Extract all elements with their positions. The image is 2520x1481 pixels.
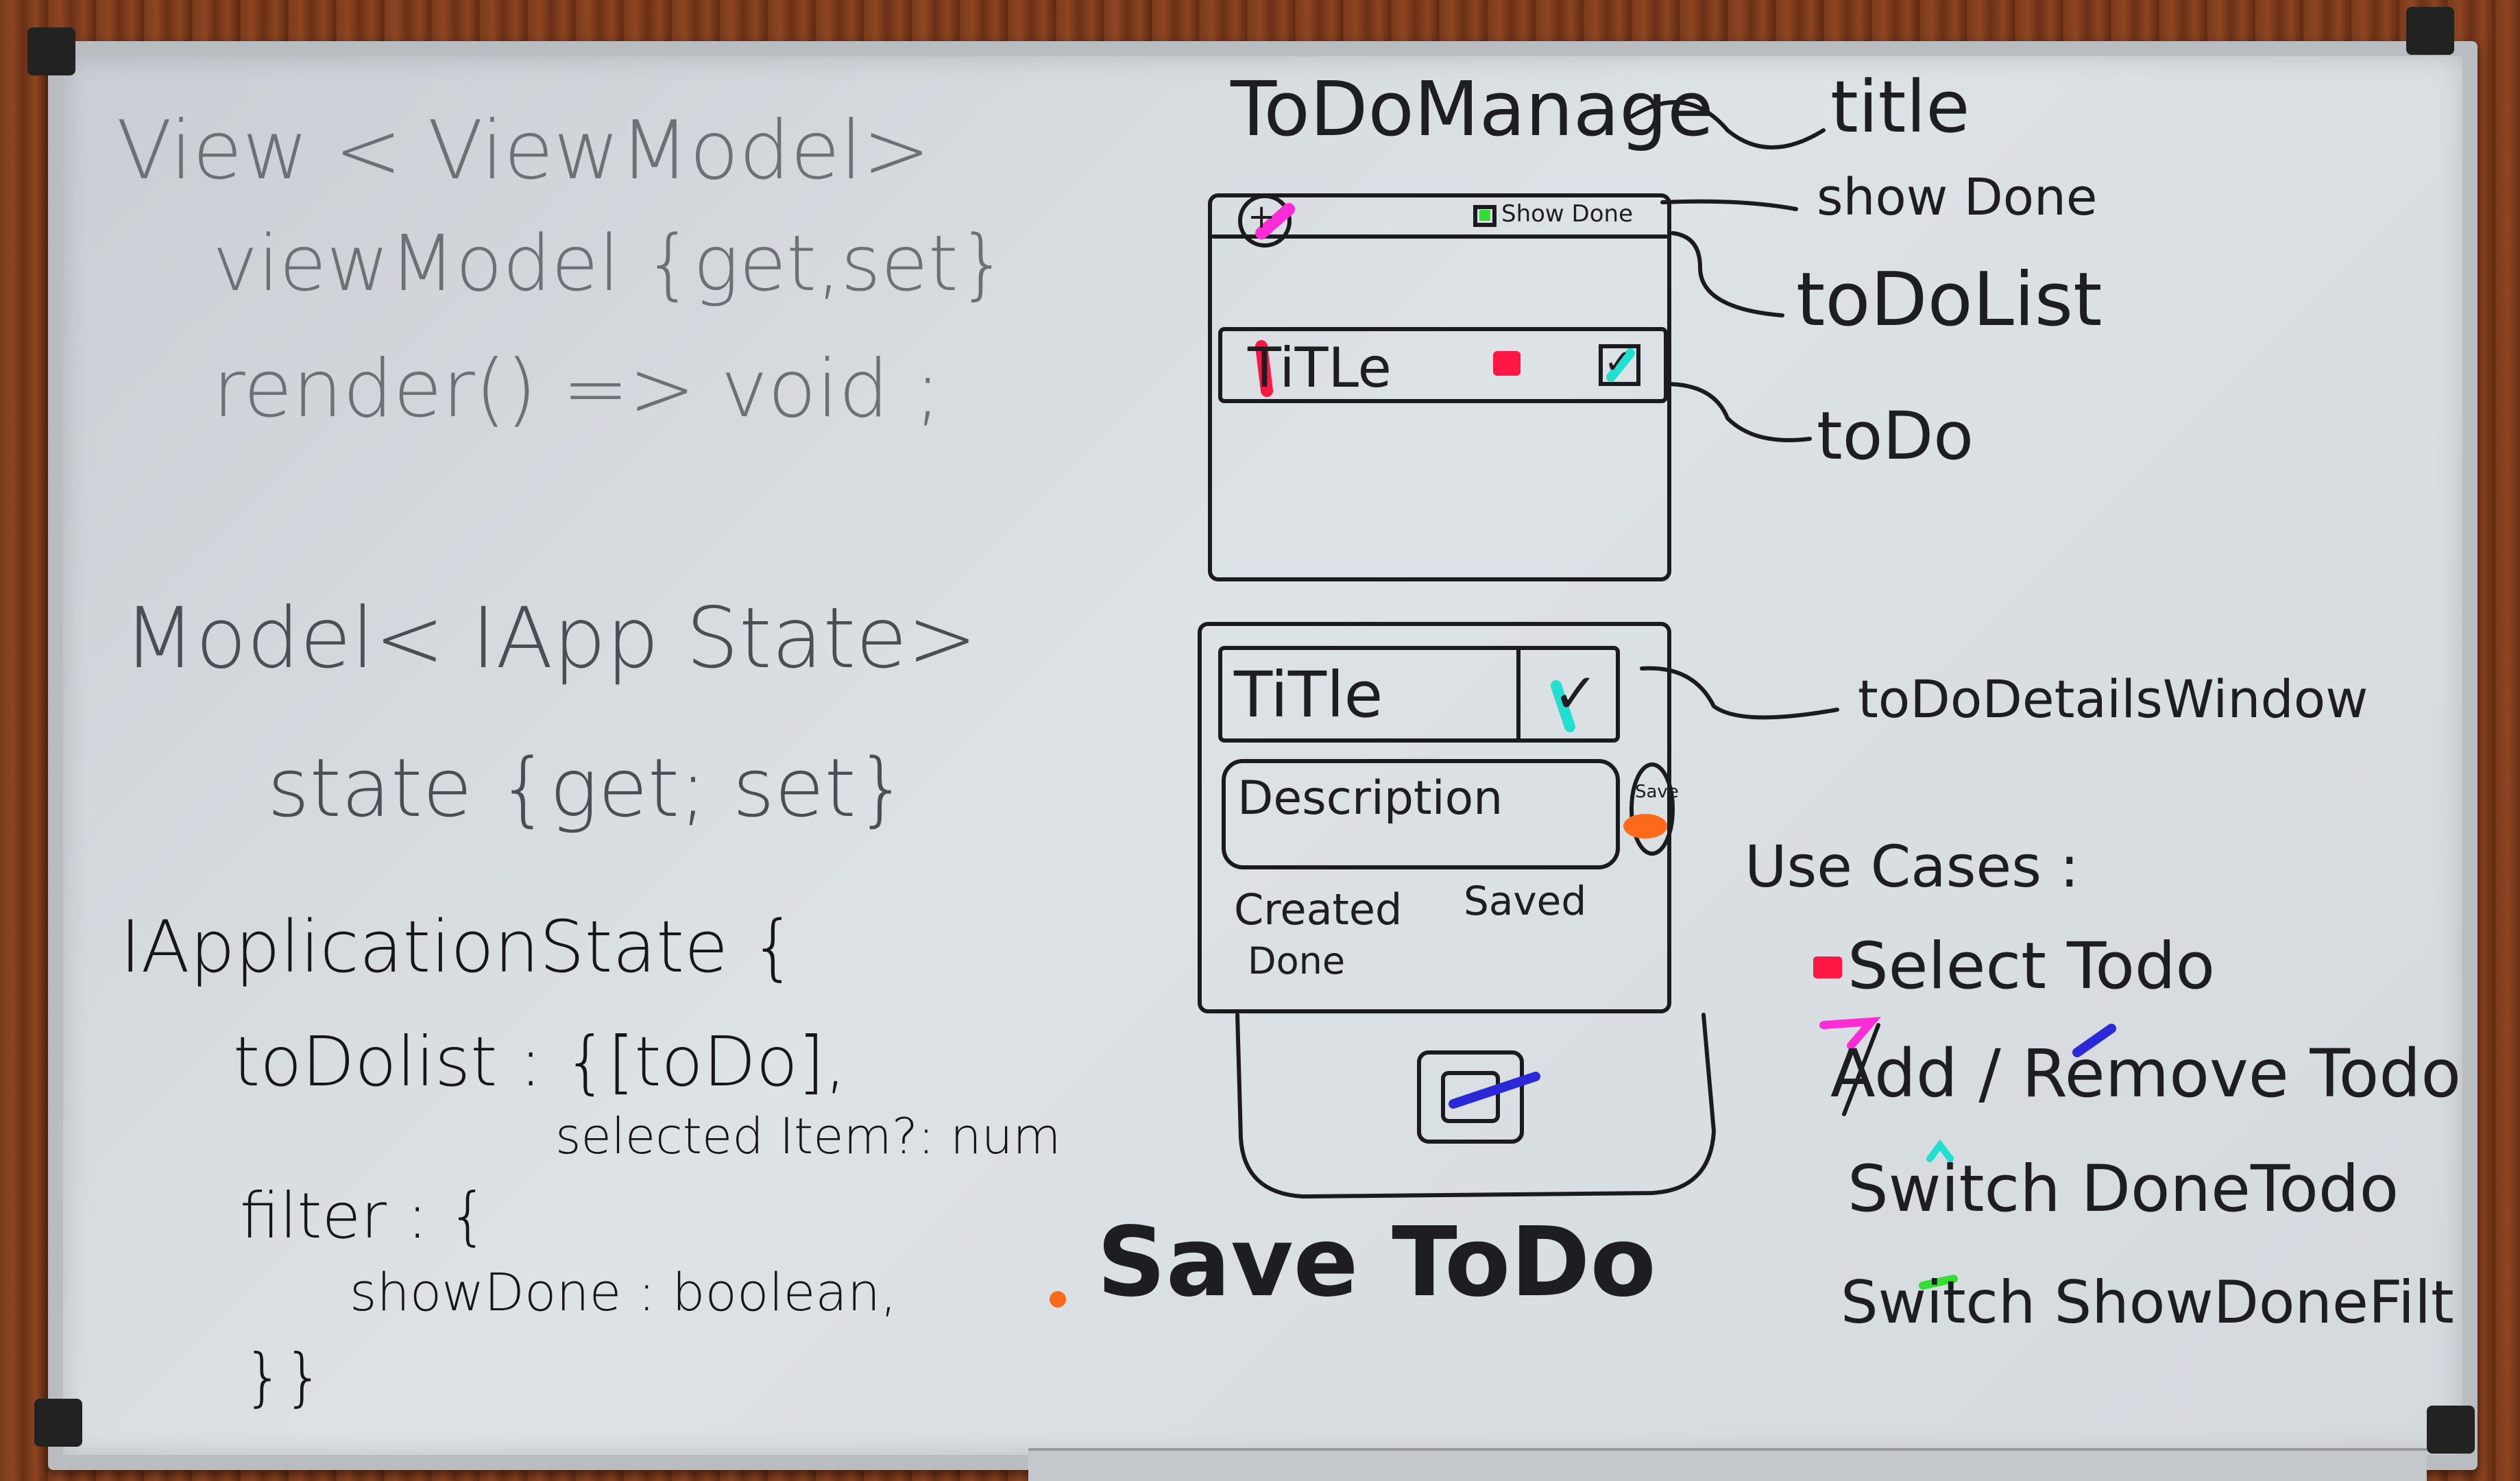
board-corner-top-right <box>2406 7 2454 55</box>
code-line-render: render() => void ; <box>213 343 941 435</box>
connector-show-done <box>1660 199 1798 211</box>
select-dot <box>1493 351 1521 376</box>
use-case-add-remove: Add / Remove Todo <box>1830 1035 2462 1112</box>
code-line-showdone: showDone : boolean, <box>350 1262 897 1323</box>
code-line-selected-item: selected Item?: num <box>555 1107 1061 1165</box>
use-case-show-done-filter: Switch ShowDoneFilt <box>1841 1268 2454 1337</box>
app-title: ToDoManage <box>1231 65 1714 153</box>
connector-title <box>1629 100 1826 149</box>
show-done-filter-use-case-marker <box>1919 1275 1958 1290</box>
switch-done-use-case-marker <box>1926 1139 1954 1162</box>
connector-todolist <box>1671 231 1784 317</box>
add-marker-stroke <box>1255 203 1295 239</box>
code-line-view: View < ViewModel> <box>117 103 931 197</box>
details-title: TiTle <box>1234 658 1383 732</box>
todo-item-checkbox <box>1599 344 1640 386</box>
board-corner-top-left <box>27 27 75 75</box>
details-check: ✓ <box>1553 662 1599 725</box>
code-line-viewmodel: viewModel {get,set} <box>213 219 1008 309</box>
add-button-circle <box>1238 194 1292 248</box>
annotation-todo: toDo <box>1817 398 1974 474</box>
connector-todo <box>1664 382 1812 442</box>
select-marker-stroke <box>1255 340 1273 397</box>
details-description: Description <box>1237 771 1503 826</box>
todo-window-frame <box>1208 193 1671 581</box>
code-line-filter: filter : { <box>240 1179 489 1253</box>
remove-marker-stroke-home <box>1449 1072 1540 1109</box>
save-button-outline <box>1629 762 1675 856</box>
code-line-model: Model< IApp State> <box>123 590 978 687</box>
save-button-label: Save <box>1635 782 1679 802</box>
select-use-case-dot <box>1813 956 1842 978</box>
device-home-button-inner <box>1441 1071 1500 1123</box>
save-todo-dot <box>1050 1291 1066 1308</box>
details-check-marker-stroke <box>1551 680 1575 732</box>
details-title-box <box>1218 646 1620 743</box>
show-done-checkbox-outline <box>1473 205 1497 227</box>
use-case-divider-stroke <box>1842 1023 1880 1116</box>
code-line-state: state {get; set} <box>267 740 908 835</box>
device-base-outline <box>1235 1013 1717 1199</box>
code-line-todolist: toDolist : {[toDo], <box>233 1022 847 1102</box>
annotation-title: title <box>1830 65 1970 149</box>
annotation-show-done: show Done <box>1817 168 2098 227</box>
details-window-frame <box>1198 622 1671 1013</box>
todo-item-row <box>1218 327 1668 403</box>
save-marker-dot <box>1623 814 1667 839</box>
board-corner-bottom-right <box>2427 1406 2475 1454</box>
marker-tray <box>1028 1448 2427 1481</box>
remove-use-case-marker <box>2072 1024 2116 1057</box>
code-line-iappstate: IApplicationState { <box>120 905 797 989</box>
todo-item-title: TiTLe <box>1248 336 1392 400</box>
details-description-box <box>1222 759 1620 869</box>
switch-done-marker-stroke <box>1606 348 1635 382</box>
show-done-label: Show Done <box>1501 200 1633 228</box>
annotation-details-window: toDoDetailsWindow <box>1858 669 2368 730</box>
add-use-case-marker <box>1819 1016 1881 1050</box>
save-todo-title: Save ToDo <box>1097 1207 1656 1319</box>
whiteboard <box>48 41 2477 1470</box>
use-case-switch-done: Switch DoneTodo <box>1847 1152 2399 1227</box>
use-cases-heading: Use Cases : <box>1745 833 2079 900</box>
show-done-checkbox-fill <box>1479 210 1490 221</box>
created-label: Created <box>1234 884 1403 935</box>
annotation-todolist: toDoList <box>1796 257 2103 343</box>
use-case-select: Select Todo <box>1847 929 2216 1004</box>
saved-label: Saved <box>1464 878 1587 924</box>
add-symbol: + <box>1248 197 1276 236</box>
board-corner-bottom-left <box>34 1399 82 1447</box>
todo-item-check: ✓ <box>1604 343 1632 381</box>
done-label: Done <box>1248 939 1346 983</box>
device-home-button-outer <box>1417 1050 1524 1144</box>
connector-details <box>1640 666 1839 720</box>
code-line-close: }} <box>243 1340 324 1414</box>
